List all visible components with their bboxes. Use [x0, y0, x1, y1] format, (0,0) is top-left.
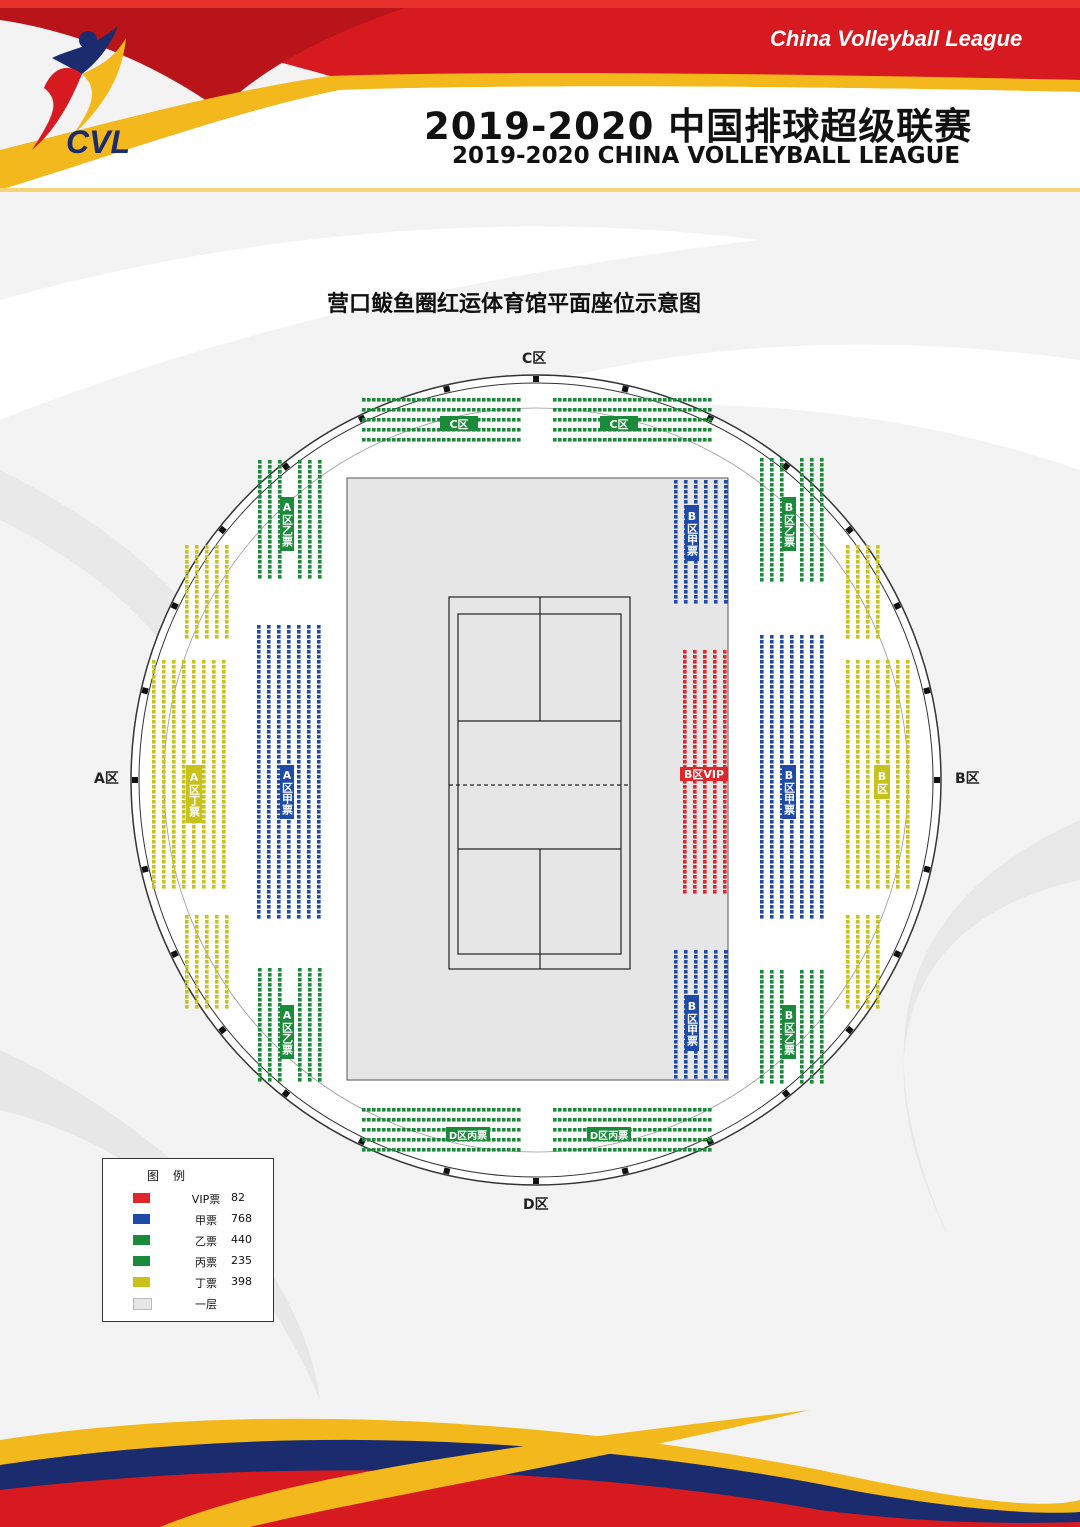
legend-item-name: 丙票	[195, 1256, 217, 1269]
section-label-b-ding: B区	[874, 765, 890, 799]
seat-block-a-ding-top	[185, 545, 229, 639]
legend-item-bing: 丙票 235	[133, 1253, 263, 1269]
seat-block-b-vip	[683, 650, 727, 894]
legend-item-count: 768	[231, 1212, 252, 1225]
pillar	[621, 1167, 629, 1175]
pillar	[845, 1025, 854, 1035]
pillar	[923, 687, 931, 695]
legend-item-name: 乙票	[195, 1235, 217, 1248]
pillar	[893, 602, 902, 611]
pillar	[533, 1178, 539, 1184]
section-label-b-jia-top: B区甲票	[685, 505, 699, 561]
league-tag: China Volleyball League	[770, 26, 1023, 51]
pillar	[934, 777, 940, 783]
pillar	[845, 525, 854, 535]
legend-item-jia: 甲票 768	[133, 1211, 263, 1227]
legend-item-name: VIP票	[191, 1193, 221, 1206]
legend-item-count: 82	[231, 1191, 245, 1204]
section-label-a-yi-bottom: A区乙票	[280, 1005, 294, 1059]
seat-block-a-ding-bottom	[185, 915, 229, 1009]
legend-item-name: 一层	[195, 1298, 217, 1311]
section-label-d-right: D区丙票	[587, 1127, 631, 1142]
legend-item-floor: 一层	[133, 1295, 263, 1311]
pillar	[218, 1025, 227, 1035]
legend-item-count: 398	[231, 1275, 252, 1288]
seat-block-d-right	[553, 1108, 712, 1152]
seat-block-b-jia-bottom	[674, 950, 728, 1079]
page-title-cn: 2019-2020 中国排球超级联赛	[424, 105, 973, 148]
legend-swatch	[133, 1298, 152, 1310]
section-label-a-jia: A区甲票	[280, 765, 294, 819]
volleyball-court	[448, 596, 631, 970]
zone-label-c: C区	[522, 351, 547, 367]
cvl-logo	[32, 26, 126, 150]
legend-swatch	[133, 1235, 150, 1245]
legend-item-ding: 丁票 398	[133, 1274, 263, 1290]
legend-item-count: 235	[231, 1254, 252, 1267]
zone-label-d: D区	[523, 1197, 549, 1213]
pillar	[218, 525, 227, 535]
section-label-b-jia-right: B区甲票	[782, 765, 796, 819]
section-label-c-right: C区	[600, 416, 638, 431]
pillar	[533, 376, 539, 382]
seat-block-a-ding	[152, 660, 226, 889]
legend-item-count: 440	[231, 1233, 252, 1246]
pillar	[443, 385, 451, 393]
legend-swatch	[133, 1214, 150, 1224]
seat-block-a-yi-top	[258, 460, 322, 579]
pillar	[621, 385, 629, 393]
zone-label-a: A区	[94, 771, 119, 787]
section-label-a-yi-top: A区乙票	[280, 497, 294, 551]
page-title-en: 2019-2020 CHINA VOLLEYBALL LEAGUE	[452, 143, 961, 169]
legend: 图例 VIP票 82 甲票 768 乙票 440 丙票 235 丁票 398 一…	[102, 1158, 274, 1322]
section-label-b-vip: B区VIP	[680, 767, 728, 781]
section-label-b-yi-top: B区乙票	[782, 497, 796, 551]
pillar	[141, 865, 149, 873]
pillar	[132, 777, 138, 783]
pillar	[141, 687, 149, 695]
legend-item-name: 丁票	[195, 1277, 217, 1290]
seat-block-b-jia-right	[760, 635, 824, 919]
pillar	[923, 865, 931, 873]
pillar	[443, 1167, 451, 1175]
pillar	[781, 1089, 791, 1098]
legend-title: 图例	[147, 1169, 200, 1183]
pillar	[281, 1089, 291, 1098]
floor-area	[346, 477, 729, 1081]
seat-block-b-yi-top	[760, 458, 824, 582]
pillar	[781, 462, 791, 471]
legend-swatch	[133, 1277, 150, 1287]
pillar	[893, 949, 902, 958]
seat-block-b-ding-top	[846, 545, 880, 639]
section-label-a-ding: A区丁票	[186, 765, 202, 823]
pillar	[170, 949, 179, 958]
legend-item-yi: 乙票 440	[133, 1232, 263, 1248]
section-label-d-left: D区丙票	[446, 1127, 490, 1142]
logo-wordmark: CVL	[66, 124, 130, 160]
section-label-b-jia-bottom: B区甲票	[685, 995, 699, 1051]
legend-item-vip: VIP票 82	[133, 1190, 263, 1206]
legend-swatch	[133, 1193, 150, 1203]
seat-block-b-yi-bottom	[760, 970, 824, 1084]
seat-block-c-right	[553, 398, 712, 442]
pillar	[281, 462, 291, 471]
legend-item-name: 甲票	[195, 1214, 217, 1227]
pillar	[170, 602, 179, 611]
seating-plan-title: 营口鲅鱼圈红运体育馆平面座位示意图	[327, 292, 702, 317]
seat-block-a-yi-bottom	[258, 968, 322, 1082]
seat-block-b-ding-bottom	[846, 915, 880, 1009]
section-label-b-yi-bottom: B区乙票	[782, 1005, 796, 1059]
legend-swatch	[133, 1256, 150, 1266]
zone-label-b: B区	[955, 771, 980, 787]
arena-pillars	[132, 376, 940, 1184]
section-label-c-left: C区	[440, 416, 478, 431]
